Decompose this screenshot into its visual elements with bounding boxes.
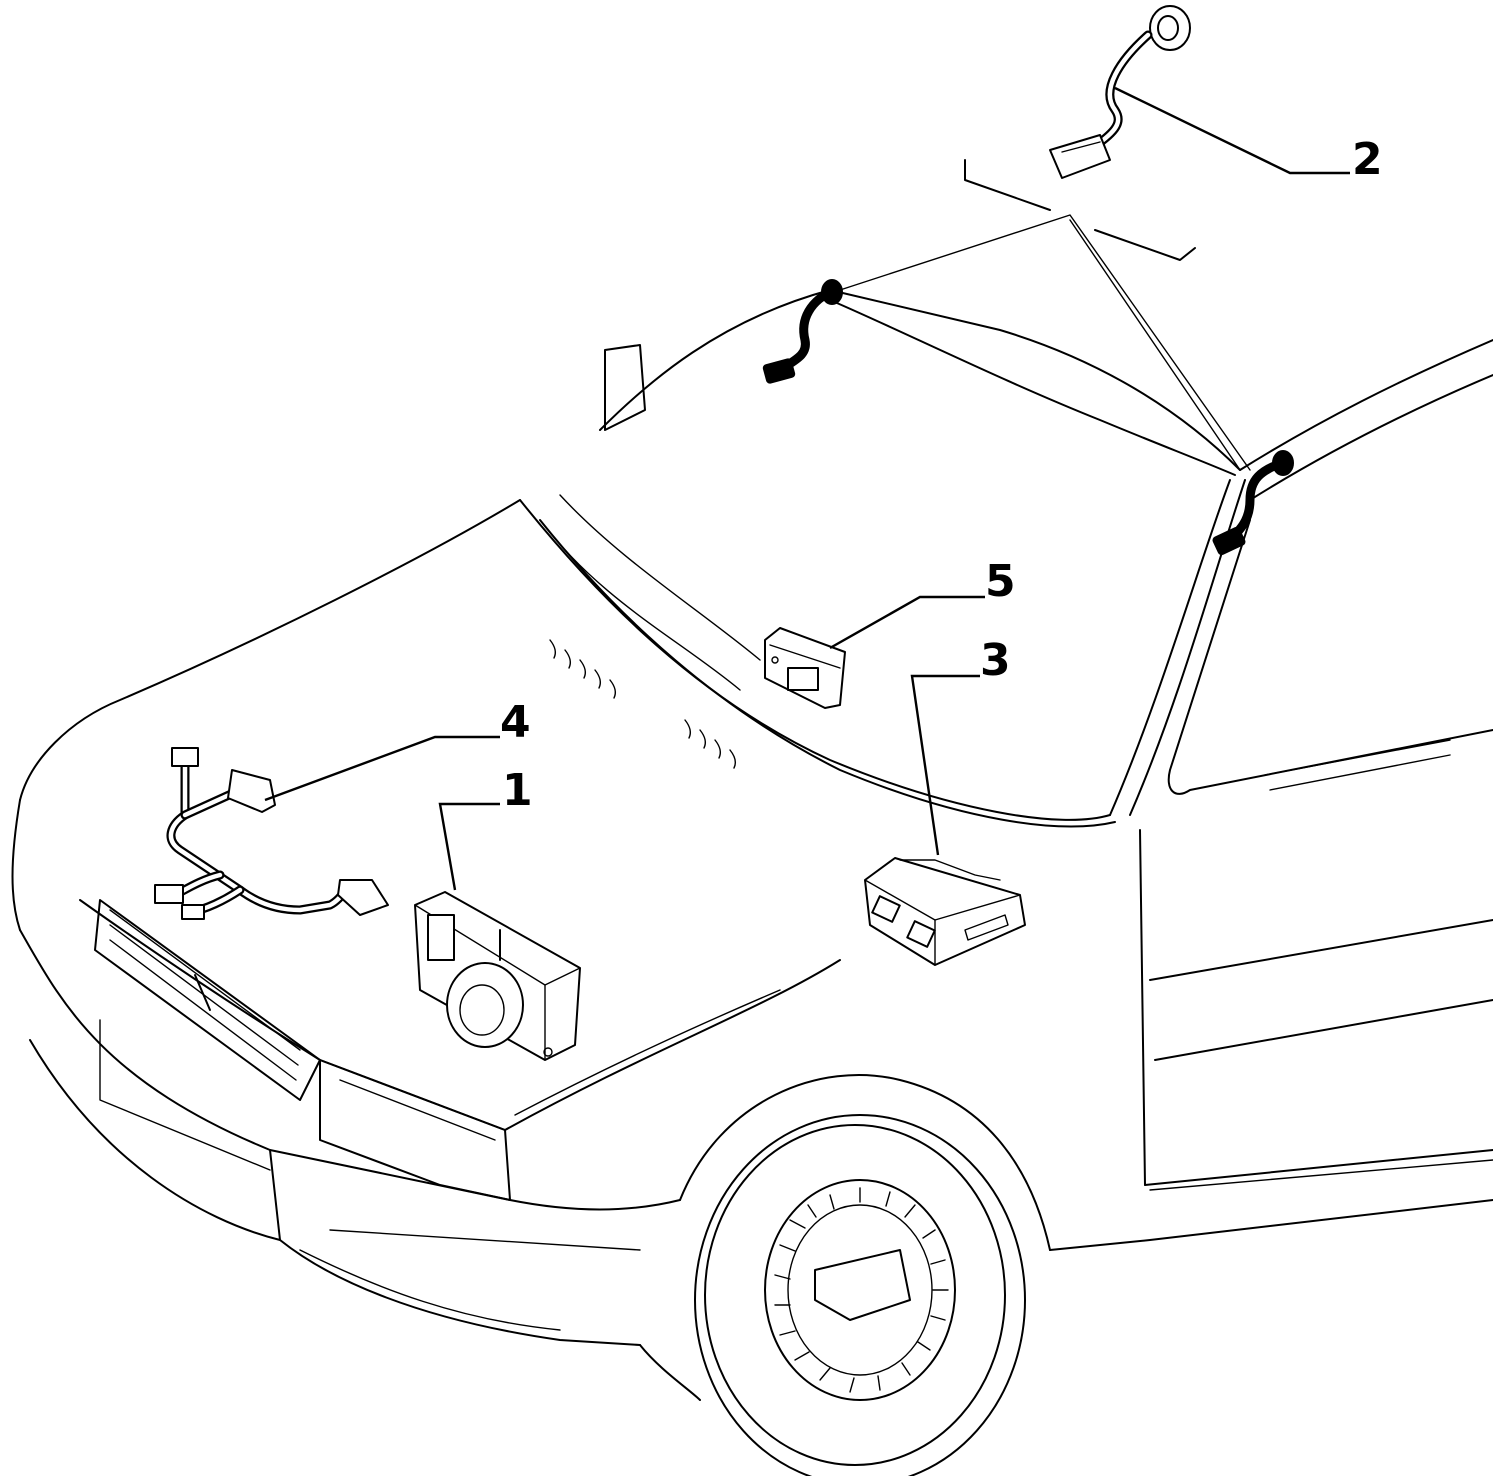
callout-leaders: [264, 86, 1350, 891]
small-control-module: [764, 627, 846, 709]
front-wiring-harness: [154, 747, 389, 920]
hood-vents: [549, 639, 737, 769]
car-body: [11, 289, 1493, 1401]
callout-4: 4: [500, 697, 531, 748]
callout-labels: 2 5 3 4 1: [500, 134, 1383, 816]
callout-1: 1: [502, 765, 533, 816]
electronic-control-unit: [864, 857, 1026, 966]
callout-5: 5: [985, 556, 1016, 607]
callout-3: 3: [980, 635, 1011, 686]
callout-2: 2: [1352, 134, 1383, 185]
front-wheel: [694, 1114, 1026, 1476]
roof-wiring-harness: [762, 5, 1294, 556]
alarm-siren: [414, 891, 581, 1061]
